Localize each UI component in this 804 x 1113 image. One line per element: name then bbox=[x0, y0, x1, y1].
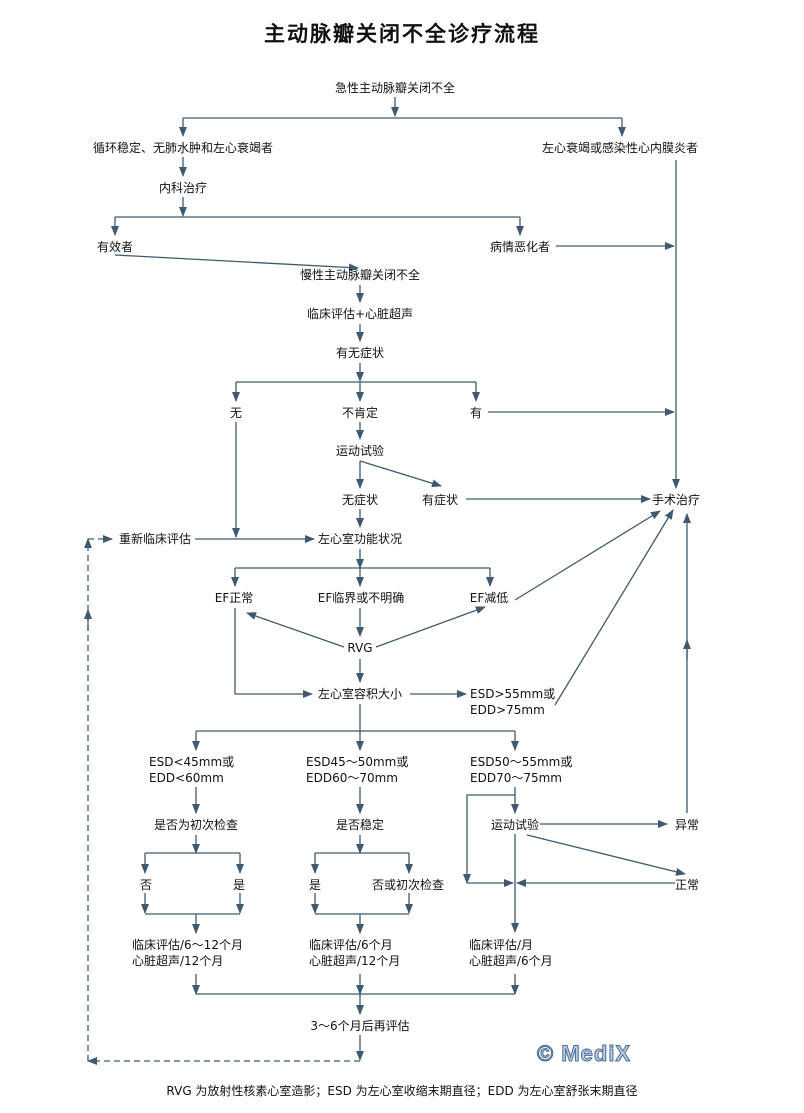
node-clinical-echo: 临床评估+心脏超声 bbox=[306, 307, 414, 321]
node-no-symptoms: 无 bbox=[229, 406, 243, 420]
node-ef-normal: EF正常 bbox=[214, 591, 254, 605]
edge-exercise-normal bbox=[526, 834, 686, 876]
node-normal: 正常 bbox=[674, 878, 700, 892]
node-followup-3: 临床评估/月 心脏超声/6个月 bbox=[469, 938, 553, 968]
node-ef-reduced: EF减低 bbox=[469, 591, 509, 605]
node-symptomatic: 有症状 bbox=[421, 493, 459, 507]
node-stable: 循环稳定、无肺水肿和左心衰竭者 bbox=[92, 141, 274, 155]
edge-upper-bypass bbox=[463, 794, 515, 884]
node-stable-question: 是否稳定 bbox=[335, 818, 385, 832]
node-worsening: 病情恶化者 bbox=[489, 240, 551, 254]
node-lv-function: 左心室功能状况 bbox=[317, 532, 403, 546]
node-ef-borderline: EF临界或不明确 bbox=[317, 591, 405, 605]
node-followup-1: 临床评估/6～12个月 心脏超声/12个月 bbox=[132, 938, 243, 968]
node-large-lv: ESD>55mm或 EDD>75mm bbox=[470, 687, 556, 717]
node-small-lv: ESD<45mm或 EDD<60mm bbox=[149, 755, 235, 785]
node-medical-treatment: 内科治疗 bbox=[158, 181, 208, 195]
node-asymptomatic: 无症状 bbox=[341, 493, 379, 507]
node-symptoms-question: 有无症状 bbox=[335, 346, 385, 360]
node-surgery: 手术治疗 bbox=[651, 493, 701, 507]
edge-rvg-ef-reduced bbox=[375, 606, 486, 648]
diagram-title: 主动脉瓣关闭不全诊疗流程 bbox=[264, 22, 540, 46]
edge-ef-normal-down bbox=[234, 608, 313, 698]
node-lv-volume: 左心室容积大小 bbox=[317, 687, 403, 701]
edge-effective-chronic bbox=[114, 254, 359, 272]
node-chronic-ar: 慢性主动脉瓣关闭不全 bbox=[299, 268, 421, 282]
edge-exercise-sym bbox=[359, 460, 442, 488]
node-followup-2: 临床评估/6个月 心脏超声/12个月 bbox=[309, 938, 401, 968]
watermark-logo: © MediX bbox=[536, 1041, 632, 1067]
node-exercise-test: 运动试验 bbox=[335, 444, 385, 458]
node-reevaluate: 3～6个月后再评估 bbox=[310, 1019, 410, 1033]
node-lhf-endocarditis: 左心衰竭或感染性心内膜炎者 bbox=[541, 141, 699, 155]
edge-rvg-ef-normal bbox=[246, 612, 345, 648]
node-reassess: 重新临床评估 bbox=[118, 532, 192, 546]
node-acute-ar: 急性主动脉瓣关闭不全 bbox=[334, 81, 456, 95]
node-answer-no: 否 bbox=[139, 878, 153, 892]
edge-ef-reduced-surgery bbox=[514, 510, 661, 601]
node-stable-no-first: 否或初次检查 bbox=[371, 878, 445, 892]
node-effective: 有效者 bbox=[96, 240, 134, 254]
node-answer-yes: 是 bbox=[232, 878, 246, 892]
footnote: RVG 为放射性核素心室造影；ESD 为左心室收缩末期直径；EDD 为左心室舒张… bbox=[166, 1084, 638, 1098]
node-upper-lv: ESD50～55mm或 EDD70～75mm bbox=[470, 755, 573, 785]
node-has-symptoms: 有 bbox=[469, 406, 483, 420]
node-rvg: RVG bbox=[347, 641, 373, 655]
node-abnormal: 异常 bbox=[674, 818, 700, 832]
node-stable-yes: 是 bbox=[308, 878, 322, 892]
node-uncertain: 不肯定 bbox=[341, 406, 379, 420]
edge-large-surgery bbox=[554, 509, 674, 706]
node-exercise-test-2: 运动试验 bbox=[490, 818, 540, 832]
node-mid-lv: ESD45～50mm或 EDD60～70mm bbox=[306, 755, 409, 785]
node-first-exam-question: 是否为初次检查 bbox=[153, 818, 239, 832]
